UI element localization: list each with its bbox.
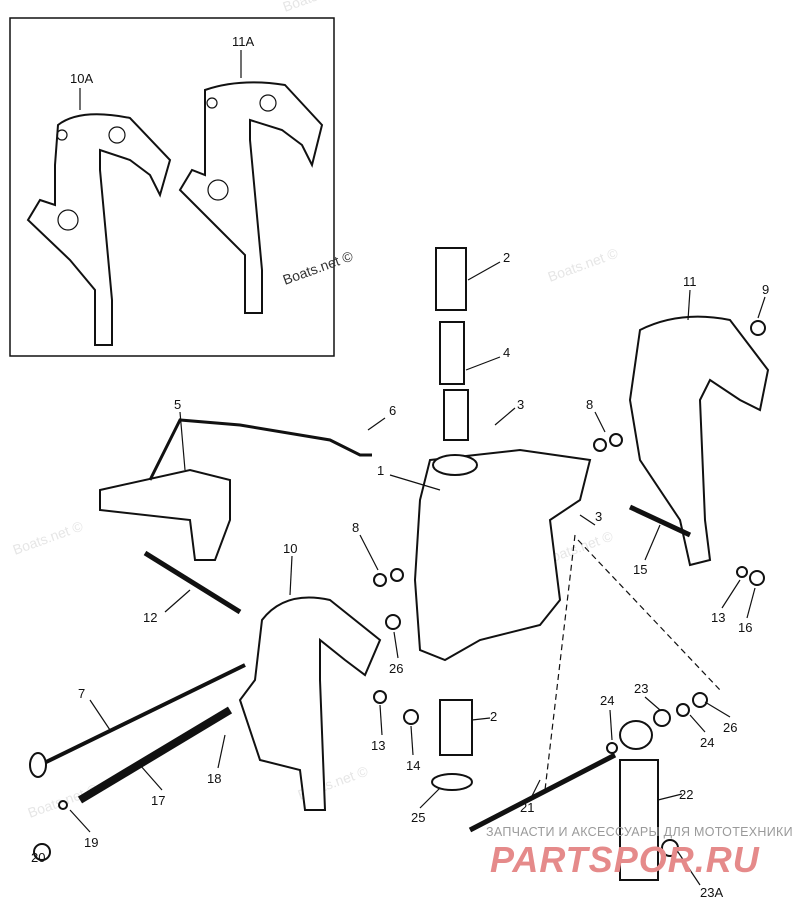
callout: 8 [586,397,593,412]
tilt-lever-5 [99,468,231,561]
callout: 17 [151,793,165,808]
callout: 24 [700,735,714,750]
bushing-upper [443,389,469,441]
callout: 18 [207,771,221,786]
clamp-bracket-10 [238,596,382,811]
footer-logo: PARTSPOR.RU [490,839,760,880]
clamp-bracket-11 [628,315,770,567]
callout: 24 [600,693,614,708]
cylinder-22 [619,759,659,881]
callout: 6 [389,403,396,418]
callout: 1 [377,463,384,478]
callout: 5 [174,397,181,412]
nut-9 [750,320,766,336]
callout: 10 [283,541,297,556]
bracket-10a [26,113,172,346]
callout: 8 [352,520,359,535]
bracket-11a [178,81,324,314]
callout: 9 [762,282,769,297]
callout: 4 [503,345,510,360]
callout: 13 [711,610,725,625]
callout: 15 [633,562,647,577]
callout: 13 [371,738,385,753]
watermark: Boats.net © [546,244,621,284]
callout: 11 [683,274,697,289]
washer-25 [431,773,473,791]
watermark: Boats.net © [281,0,356,15]
footer-tagline: ЗАПЧАСТИ И АКСЕССУАРЫ ДЛЯ МОТОТЕХНИКИ [486,825,793,839]
watermark-boats-net: Boats.net © [281,247,356,287]
callout: 12 [143,610,157,625]
callout: 22 [679,787,693,802]
callout-labels: 2 4 3 5 6 8 11 9 1 3 8 10 12 15 13 16 26… [31,250,769,900]
callout: 25 [411,810,425,825]
bushing-2-bottom [439,699,473,756]
watermark: Boats.net © [11,517,86,557]
callout: 19 [84,835,98,850]
callout-11a: 11A [232,34,254,49]
callout: 2 [490,709,497,724]
callout: 23 [634,681,648,696]
nut-20 [33,843,51,861]
washer-19 [58,800,68,810]
callout: 14 [406,758,420,773]
inset-box: 10A 11A Boats.net © [9,17,356,357]
callout: 3 [517,397,524,412]
swivel-bracket-1 [413,448,592,662]
callout: 3 [595,509,602,524]
bushing-4 [439,321,465,385]
callout: 21 [520,800,534,815]
parts [29,247,770,881]
bushing-2-top [435,247,467,311]
callout: 26 [723,720,737,735]
callout: 26 [389,661,403,676]
callout: 2 [503,250,510,265]
callout-10a: 10A [70,71,93,86]
callout: 16 [738,620,752,635]
callout: 23A [700,885,723,900]
callout: 7 [78,686,85,701]
callout: 20 [31,850,45,865]
leader-lines [69,261,766,886]
